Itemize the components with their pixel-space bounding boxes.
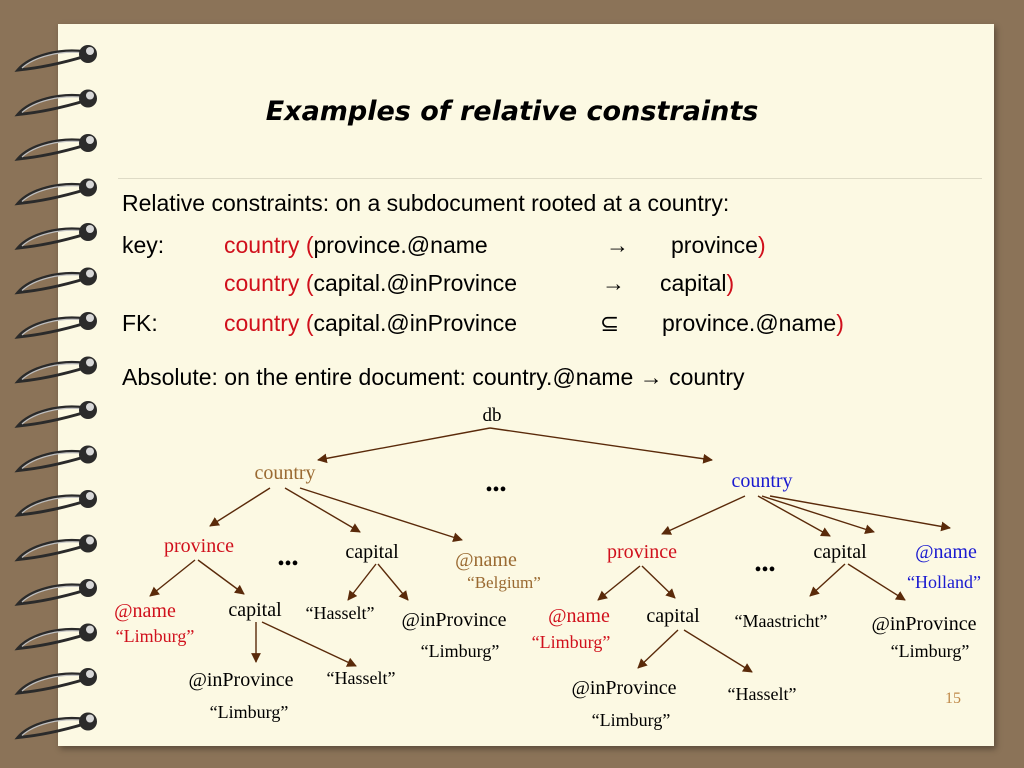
edge-provcapital-text-left — [261, 621, 357, 667]
binding-coil — [14, 534, 97, 562]
left-name-attr: @name — [455, 549, 517, 571]
fk-lhs: capital.@inProvince — [313, 310, 518, 336]
slide-page — [58, 24, 994, 746]
right-cap-text: “Maastricht” — [735, 611, 828, 631]
title-divider — [118, 178, 982, 179]
right-prov-cap-inprov: @inProvince — [571, 677, 676, 699]
key1-operator: → — [606, 232, 629, 258]
binding-coil — [14, 134, 97, 161]
fk-rhs: province.@name — [662, 310, 837, 336]
edge-country-name-left — [299, 487, 463, 542]
left-prov-name-value: “Limburg” — [116, 626, 195, 646]
binding-coil — [14, 45, 97, 72]
key2-context: country ( — [224, 270, 314, 296]
binding-coil — [14, 89, 97, 117]
absolute-constraint: Absolute: on the entire document: countr… — [122, 364, 745, 390]
key1-rhs-wrap: province) — [671, 232, 766, 259]
key1-rhs: province — [671, 232, 758, 258]
binding-coil — [14, 490, 97, 517]
right-name-value: “Holland” — [907, 572, 981, 592]
binding-coil — [14, 223, 97, 250]
left-cap-text: “Hasselt” — [306, 603, 375, 623]
ellipsis-left: ••• — [277, 553, 298, 575]
right-prov-name-value: “Limburg” — [532, 632, 611, 652]
left-cap-inprov: @inProvince — [401, 609, 506, 631]
edge-country-province-right — [661, 495, 746, 535]
binding-coil — [14, 356, 97, 384]
right-capital: capital — [813, 541, 867, 563]
edge-country-province-left — [209, 487, 271, 527]
right-cap-inprov: @inProvince — [871, 613, 976, 635]
intro-line: Relative constraints: on a subdocument r… — [122, 190, 730, 216]
edge-capital-inprov-left — [377, 563, 409, 601]
slide-number: 15 — [945, 690, 961, 707]
edge-db-country-right — [489, 427, 713, 464]
key2-lhs: capital.@inProvince — [313, 270, 518, 296]
edge-provcapital-text-right — [683, 629, 753, 673]
binding-coil — [14, 712, 97, 740]
right-prov-cap-inprov-value: “Limburg” — [592, 710, 671, 730]
key-constraint-1: country (province.@name — [224, 232, 488, 259]
binding-coil — [14, 267, 97, 295]
edge-country-name-right — [769, 495, 951, 532]
key-label: key: — [122, 232, 165, 258]
edge-capital-inprov-right — [847, 563, 906, 601]
key-constraint-2: country (capital.@inProvince — [224, 270, 517, 297]
binding-coil — [14, 623, 97, 651]
edge-capital-text-left — [347, 563, 377, 601]
left-prov-capital: capital — [228, 599, 282, 621]
right-name-attr: @name — [915, 541, 977, 563]
edge-province-capital-left — [197, 559, 245, 595]
fk-constraint: country (capital.@inProvince — [224, 310, 517, 337]
node-country-left: country — [254, 462, 315, 484]
slide-title: Examples of relative constraints — [265, 96, 759, 127]
edge-country-capital2-right — [761, 495, 875, 534]
edge-db-country-left — [317, 427, 491, 464]
edge-capital-text-right — [809, 563, 846, 597]
key2-rhs-wrap: capital) — [660, 270, 734, 297]
node-country-right: country — [731, 470, 792, 492]
binding-coil — [14, 178, 97, 206]
key2-operator: → — [602, 270, 625, 296]
right-cap-inprov-value: “Limburg” — [891, 641, 970, 661]
right-prov-capital: capital — [646, 605, 700, 627]
left-prov-cap-text: “Hasselt” — [327, 668, 396, 688]
binding-coil — [14, 445, 97, 473]
edge-provcapital-inprov-right — [637, 629, 679, 669]
edge-country-capital-right — [757, 495, 831, 537]
fk-context: country ( — [224, 310, 314, 336]
right-province: province — [607, 541, 677, 563]
ellipsis-right: ••• — [754, 559, 775, 581]
fk-close: ) — [836, 310, 844, 336]
binding-coil — [14, 312, 97, 339]
binding-coil — [14, 579, 97, 606]
binding-coil — [14, 668, 97, 695]
key1-context: country ( — [224, 232, 314, 258]
node-db: db — [483, 405, 502, 426]
edge-province-capital-right — [641, 565, 676, 599]
left-cap-inprov-value: “Limburg” — [421, 641, 500, 661]
key1-lhs: province.@name — [313, 232, 488, 258]
key2-rhs: capital — [660, 270, 727, 296]
left-prov-cap-inprov-value: “Limburg” — [210, 702, 289, 722]
binding-coil — [14, 401, 97, 428]
left-prov-name: @name — [114, 600, 176, 622]
key2-close: ) — [726, 270, 735, 296]
left-capital: capital — [345, 541, 399, 563]
edge-province-name-left — [149, 559, 196, 597]
edge-province-name-right — [597, 565, 641, 601]
fk-label: FK: — [122, 310, 158, 336]
fk-rhs-wrap: province.@name) — [662, 310, 844, 337]
ellipsis-top: ••• — [485, 479, 506, 501]
edge-country-capital-left — [284, 487, 361, 533]
key1-close: ) — [757, 232, 766, 258]
right-prov-cap-text: “Hasselt” — [728, 684, 797, 704]
left-name-value: “Belgium” — [467, 573, 541, 592]
fk-operator: ⊆ — [600, 310, 620, 336]
left-prov-cap-inprov: @inProvince — [188, 669, 293, 691]
spiral-binding — [14, 45, 97, 740]
left-province: province — [164, 535, 234, 557]
right-prov-name: @name — [548, 605, 610, 627]
